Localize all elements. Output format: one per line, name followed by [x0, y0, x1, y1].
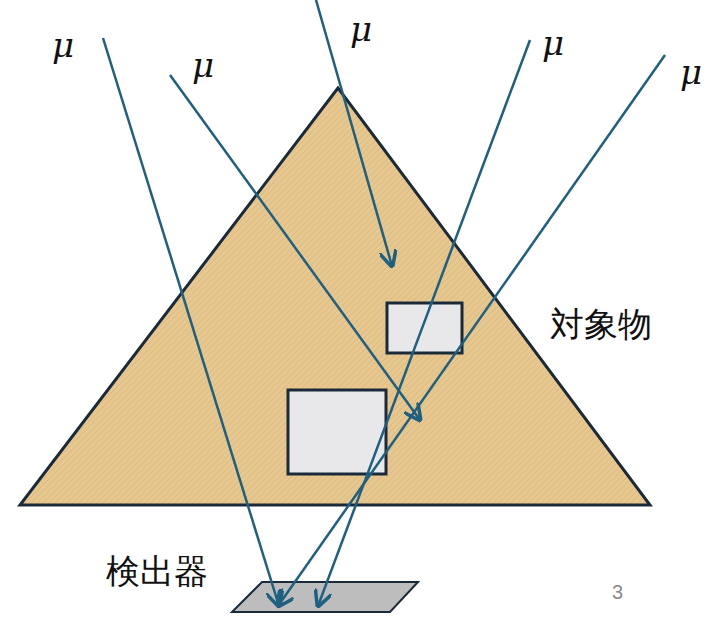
muon-track [278, 55, 665, 606]
muon-tracks [103, 0, 665, 606]
muon-symbol: μ [52, 28, 74, 62]
muon-track [316, 0, 392, 266]
muon-track [318, 40, 530, 606]
muon-track [170, 75, 420, 420]
detector-label: 検出器 [106, 554, 208, 588]
muon-track [103, 38, 279, 606]
object-label: 対象物 [550, 307, 652, 341]
muon-symbol: μ [350, 12, 372, 46]
pyramid-object [20, 88, 650, 505]
muon-symbol: μ [542, 26, 564, 60]
page-number: 3 [612, 582, 623, 602]
muon-symbol: μ [192, 48, 214, 82]
cavity [387, 303, 462, 353]
muon-symbol: μ [680, 55, 702, 89]
